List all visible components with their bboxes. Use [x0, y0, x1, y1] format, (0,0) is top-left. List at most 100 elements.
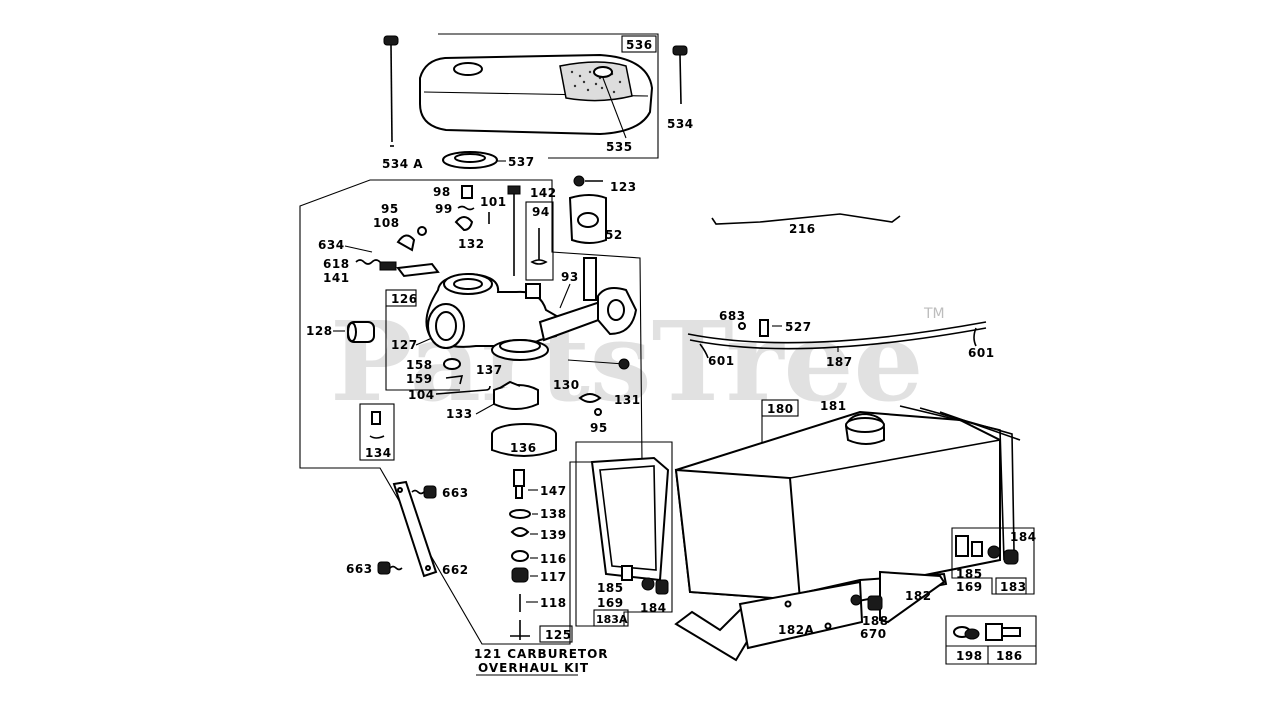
label-94[interactable]: 94	[532, 205, 550, 219]
label-138[interactable]: 138	[540, 507, 567, 521]
label-131[interactable]: 131	[614, 393, 641, 407]
box-183	[995, 577, 1027, 595]
label-117[interactable]: 117	[540, 570, 567, 584]
label-683[interactable]: 683	[719, 309, 746, 323]
label-95b[interactable]: 95	[590, 421, 608, 435]
label-130[interactable]: 130	[553, 378, 580, 392]
box-94	[525, 201, 554, 281]
tank-front	[674, 468, 802, 602]
label-183a[interactable]: 183A	[596, 613, 628, 626]
label-536[interactable]: 536	[626, 38, 653, 52]
air-cleaner-frame	[438, 33, 659, 159]
leader-535	[602, 77, 627, 139]
label-98[interactable]: 98	[433, 185, 451, 199]
control-bracket: 663 663 662	[346, 480, 469, 578]
label-137[interactable]: 137	[476, 363, 503, 377]
label-104[interactable]: 104	[408, 388, 435, 402]
frame-186	[945, 615, 1037, 665]
label-123[interactable]: 123	[610, 180, 637, 194]
label-169b[interactable]: 169	[956, 580, 983, 594]
label-535[interactable]: 535	[606, 140, 633, 154]
air-cleaner-group: 536 535 534 A 534 537	[382, 33, 694, 171]
label-670[interactable]: 670	[860, 627, 887, 641]
screw-534a	[390, 44, 393, 143]
label-116[interactable]: 116	[540, 552, 567, 566]
label-182[interactable]: 182	[905, 589, 932, 603]
box-134	[359, 403, 395, 461]
label-180[interactable]: 180	[767, 402, 794, 416]
bracket-182	[879, 570, 946, 624]
label-139[interactable]: 139	[540, 528, 567, 542]
label-118[interactable]: 118	[540, 596, 567, 610]
label-183[interactable]: 183	[1000, 580, 1027, 594]
fuel-line-187: 683 527 601 187 601	[687, 309, 995, 369]
carb-small-parts: 98 99 132 101 142 94 123 52 95 108 634	[318, 175, 637, 285]
label-634[interactable]: 634	[318, 238, 345, 252]
label-187[interactable]: 187	[826, 355, 853, 369]
box-125	[539, 625, 573, 643]
box-183a	[593, 609, 629, 627]
fuel-tank-group: 180 181 185 169 184 183A 182A 182	[575, 399, 1037, 662]
label-147[interactable]: 147	[540, 484, 567, 498]
label-95a[interactable]: 95	[381, 202, 399, 216]
box-126	[385, 289, 417, 307]
carburetor-body: 126 137 93 128 127 158 159 104	[306, 257, 641, 461]
shutoff-valve-group: 198 186	[945, 615, 1037, 665]
label-601b[interactable]: 601	[968, 346, 995, 360]
label-198[interactable]: 198	[956, 649, 983, 663]
label-132[interactable]: 132	[458, 237, 485, 251]
label-101[interactable]: 101	[480, 195, 507, 209]
frame-183	[951, 527, 1035, 595]
screw-534	[679, 54, 682, 105]
label-663a[interactable]: 663	[442, 486, 469, 500]
label-134[interactable]: 134	[365, 446, 392, 460]
label-108[interactable]: 108	[373, 216, 400, 230]
cover-boss	[453, 62, 483, 76]
strap-left	[590, 456, 670, 582]
label-126[interactable]: 126	[391, 292, 418, 306]
label-534[interactable]: 534	[667, 117, 694, 131]
label-93[interactable]: 93	[561, 270, 579, 284]
label-216[interactable]: 216	[789, 222, 816, 236]
filter-nut	[593, 66, 613, 78]
label-527[interactable]: 527	[785, 320, 812, 334]
label-618[interactable]: 618	[323, 257, 350, 271]
label-185a[interactable]: 185	[597, 581, 624, 595]
label-52[interactable]: 52	[605, 228, 623, 242]
label-136[interactable]: 136	[510, 441, 537, 455]
filter-dots	[570, 70, 622, 94]
label-182a[interactable]: 182A	[778, 623, 815, 637]
box-180	[761, 399, 799, 417]
label-186[interactable]: 186	[996, 649, 1023, 663]
label-159[interactable]: 159	[406, 372, 433, 386]
screw-head-534	[672, 45, 688, 56]
kit-line1[interactable]: 121 CARBURETOR	[474, 647, 609, 661]
label-184b[interactable]: 184	[1010, 530, 1037, 544]
label-141[interactable]: 141	[323, 271, 350, 285]
label-127[interactable]: 127	[391, 338, 418, 352]
watermark-tm: TM	[923, 306, 945, 322]
screw-head-534a	[383, 35, 399, 46]
kit-line2[interactable]: OVERHAUL KIT	[478, 661, 589, 675]
jet-parts-stack: 147 138 139 116 117 118 125 121 CARBURET…	[474, 469, 609, 676]
label-534a[interactable]: 534 A	[382, 157, 423, 171]
label-133[interactable]: 133	[446, 407, 473, 421]
label-601a[interactable]: 601	[708, 354, 735, 368]
label-158[interactable]: 158	[406, 358, 433, 372]
label-537[interactable]: 537	[508, 155, 535, 169]
label-185b[interactable]: 185	[956, 567, 983, 581]
label-169a[interactable]: 169	[597, 596, 624, 610]
throttle-shaft	[396, 262, 440, 278]
label-663b[interactable]: 663	[346, 562, 373, 576]
label-99[interactable]: 99	[435, 202, 453, 216]
label-181[interactable]: 181	[820, 399, 847, 413]
label-142[interactable]: 142	[530, 186, 557, 200]
link-216: 216	[711, 213, 901, 236]
label-662[interactable]: 662	[442, 563, 469, 577]
label-128[interactable]: 128	[306, 324, 333, 338]
bracket-662	[392, 480, 438, 578]
label-184a[interactable]: 184	[640, 601, 667, 615]
label-125[interactable]: 125	[545, 628, 572, 642]
label-188[interactable]: 188	[862, 614, 889, 628]
